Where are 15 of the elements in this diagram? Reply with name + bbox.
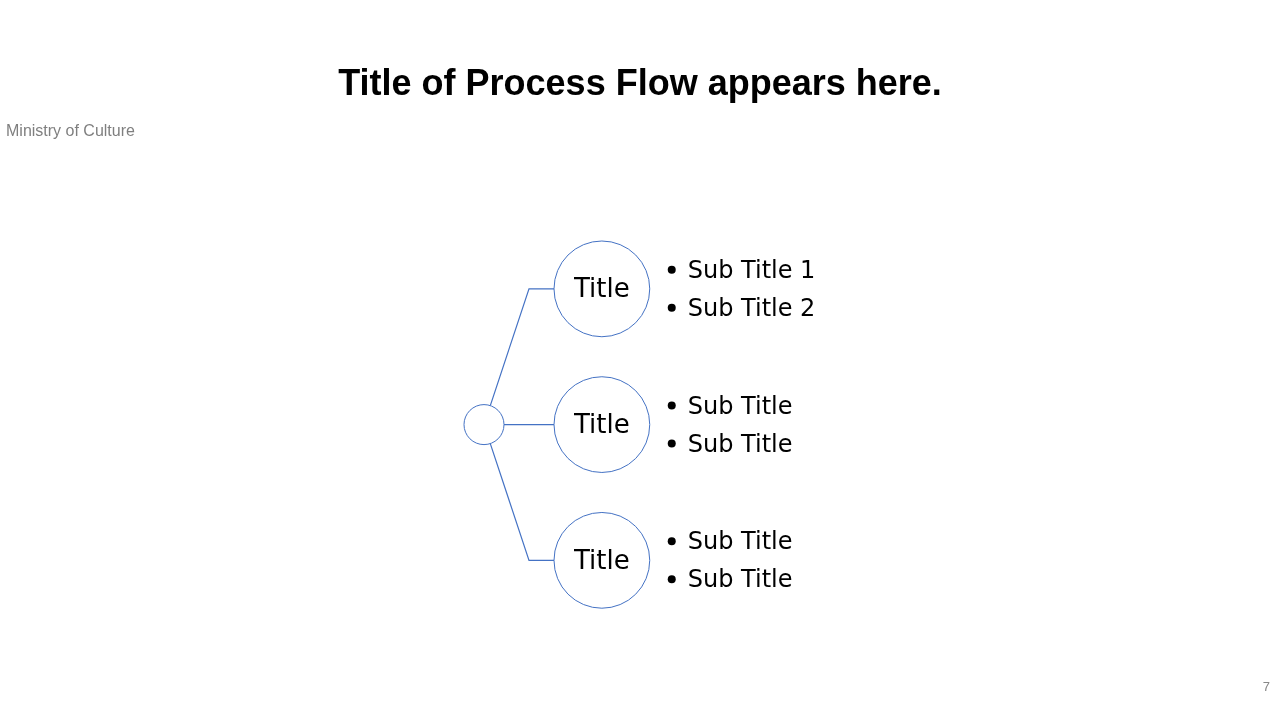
node-title: Title bbox=[574, 409, 631, 440]
bullet-item: Sub Title 1 bbox=[668, 256, 816, 285]
node-title: Title bbox=[574, 545, 631, 576]
ministry-name: Ministry of Culture bbox=[6, 122, 135, 140]
node-title: Title bbox=[574, 273, 631, 304]
bullet-item: Sub Title 2 bbox=[668, 294, 816, 323]
bullet-item: Sub Title bbox=[668, 565, 793, 594]
connector-line bbox=[503, 424, 555, 426]
bullet-item: Sub Title bbox=[668, 430, 793, 458]
bullet-item: Sub Title bbox=[668, 392, 793, 420]
bullet-item: Sub Title bbox=[668, 527, 793, 556]
slide-title: Title of Process Flow appears here. bbox=[337, 62, 943, 104]
page-number: 7 bbox=[1262, 679, 1270, 694]
connector-line bbox=[490, 443, 555, 562]
connector-line bbox=[490, 288, 555, 407]
